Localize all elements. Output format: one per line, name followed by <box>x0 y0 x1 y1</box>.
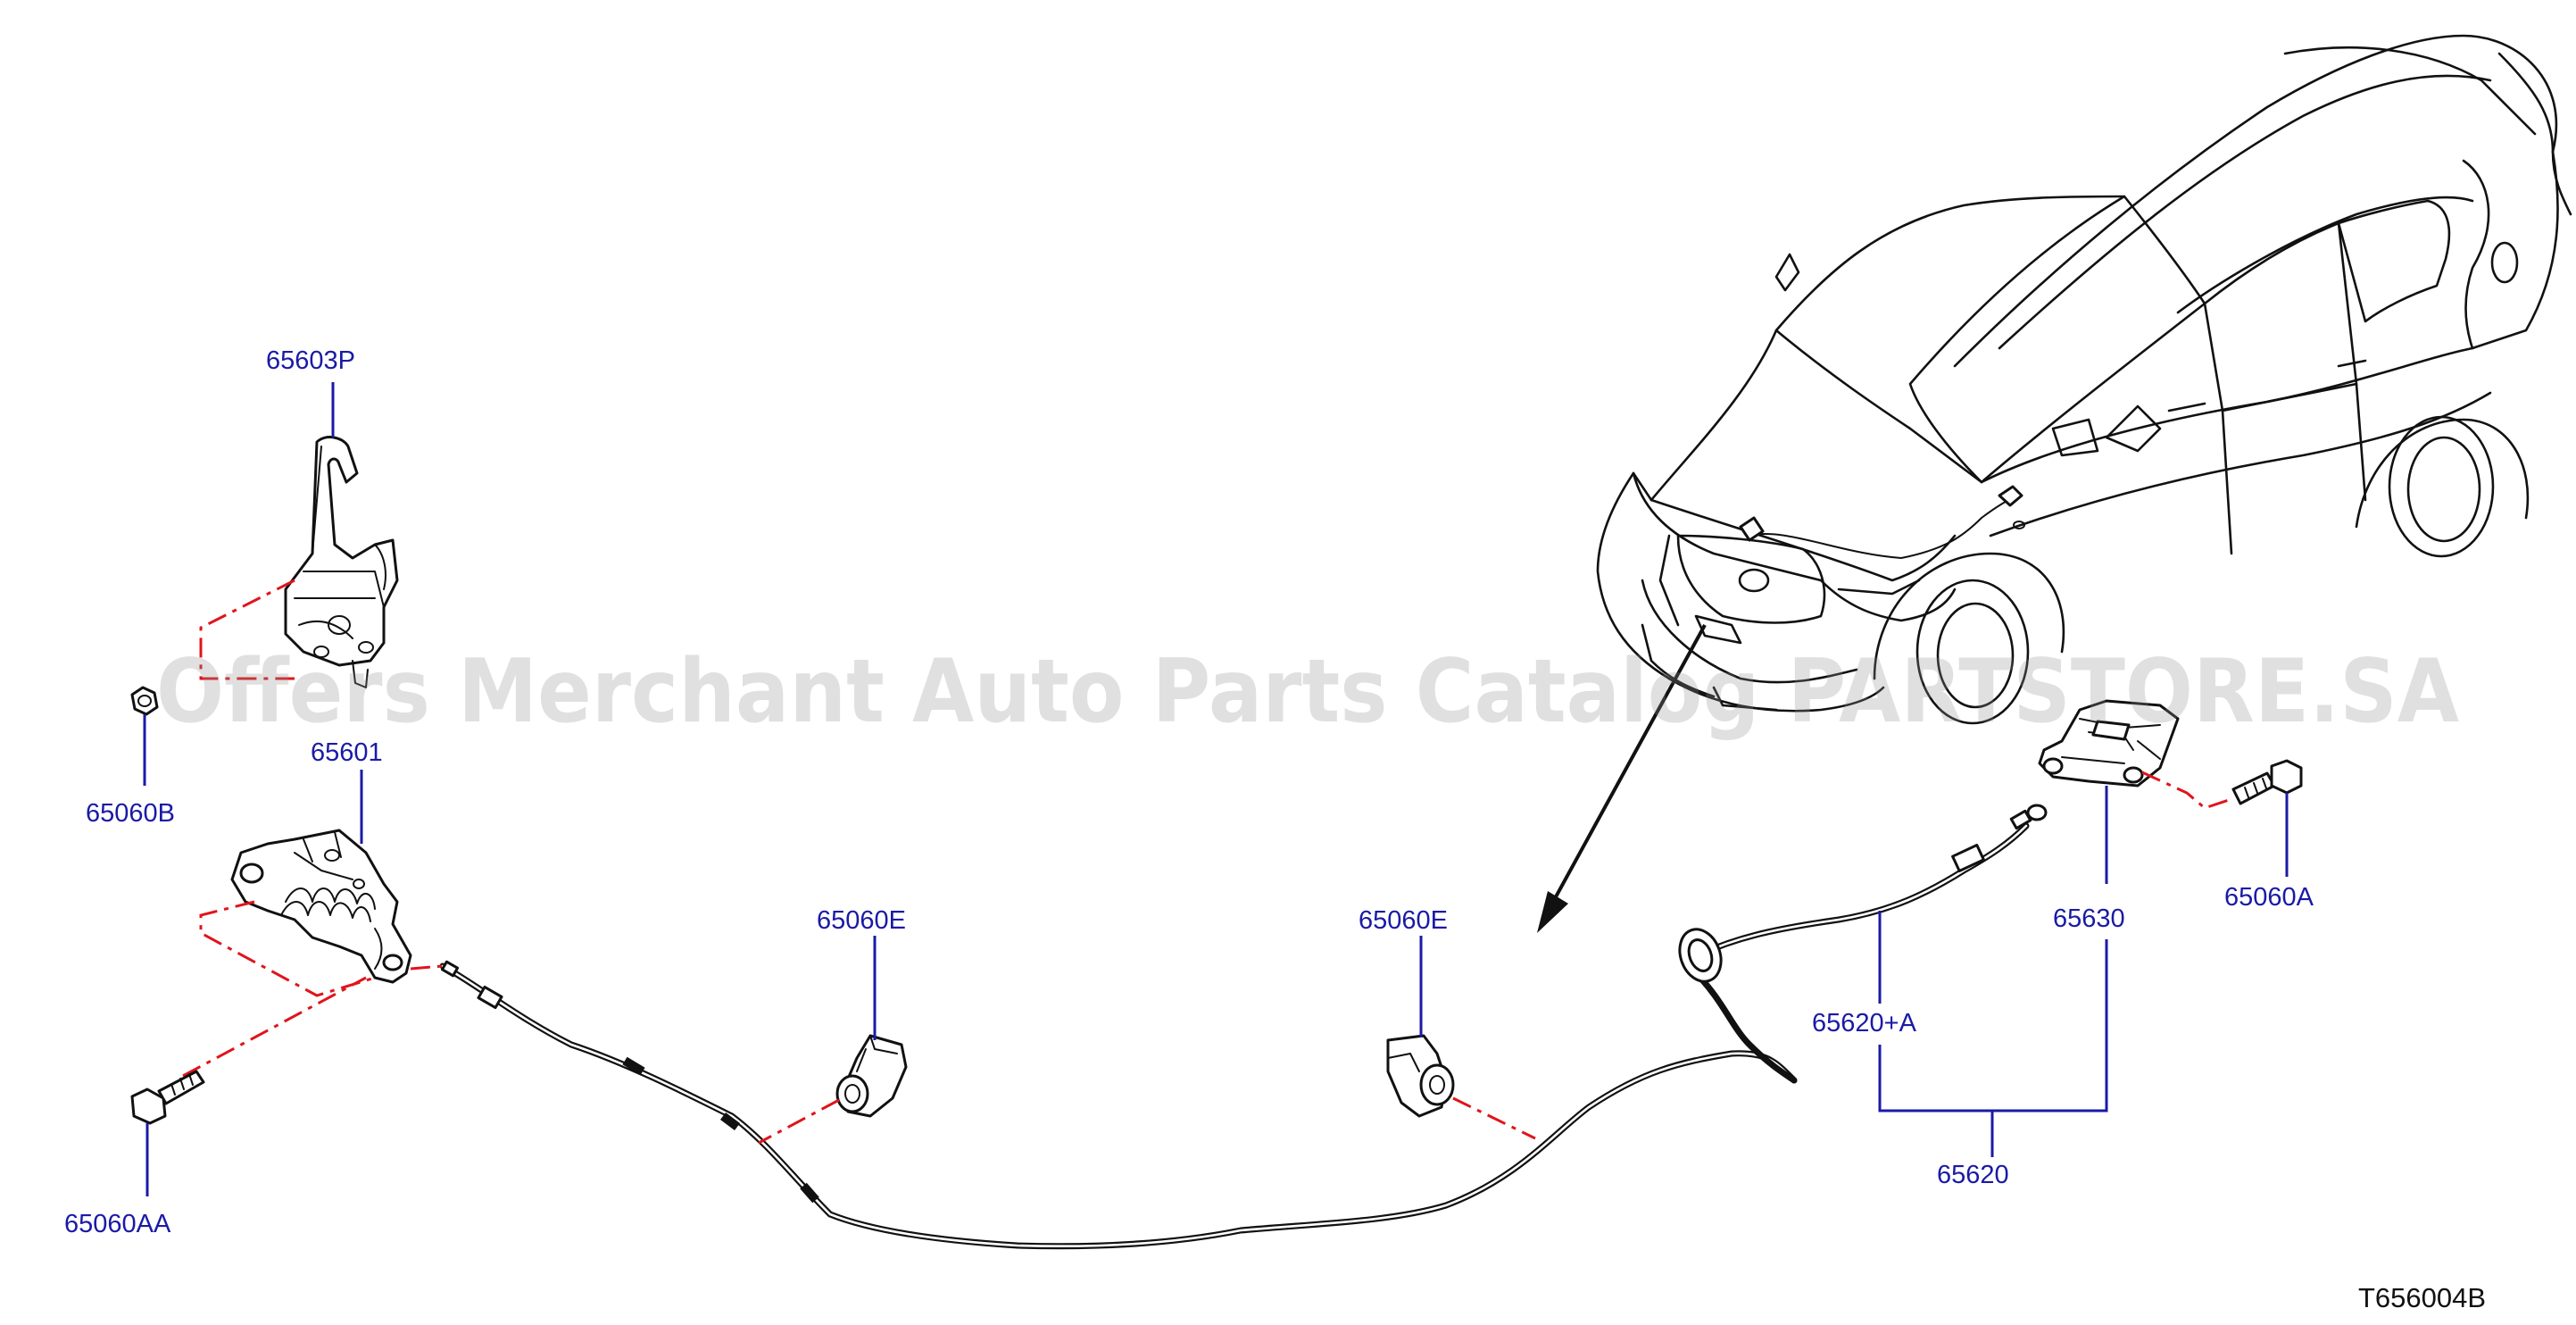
drawing-code: T656004B <box>2358 1282 2486 1313</box>
phantom-line-65060E-right <box>1452 1096 1536 1140</box>
phantom-line-65630 <box>2141 771 2232 810</box>
phantom-line-65060AA <box>182 976 367 1078</box>
phantom-line-65601-cable <box>410 964 444 971</box>
label-65060B: 65060B <box>86 799 175 828</box>
label-65630: 65630 <box>2053 904 2125 933</box>
part-65060B-drawing <box>130 686 159 716</box>
part-65630-drawing <box>2038 699 2180 788</box>
label-65601: 65601 <box>311 738 383 767</box>
label-65060E-right: 65060E <box>1359 906 1448 935</box>
part-65060AA-drawing <box>130 1070 205 1125</box>
label-65060E-left: 65060E <box>817 906 906 935</box>
vehicle-illustration <box>1596 34 2572 725</box>
phantom-line-65060E-left <box>758 1098 840 1145</box>
label-65620: 65620 <box>1937 1161 2009 1189</box>
part-65060E-left-drawing <box>835 1034 908 1118</box>
leader-lines <box>143 382 2289 1196</box>
part-65060E-right-drawing <box>1386 1034 1455 1118</box>
hood-lock-cable <box>439 804 2048 1250</box>
label-65060A: 65060A <box>2224 883 2314 912</box>
detail-arrow <box>1537 624 1707 933</box>
label-65620A: 65620+A <box>1812 1009 1917 1038</box>
part-labels: 65603P 65060B 65601 65060AA 65060E 65060… <box>64 346 2314 1238</box>
phantom-line-65603P <box>199 579 295 680</box>
part-65060A-drawing <box>2231 759 2303 805</box>
part-65603P-drawing <box>284 436 399 688</box>
label-65060AA: 65060AA <box>64 1210 171 1238</box>
label-65603P: 65603P <box>266 346 355 375</box>
part-65601-drawing <box>230 829 412 984</box>
watermark: Offers Merchant Auto Parts Catalog PARTS… <box>156 641 2459 743</box>
